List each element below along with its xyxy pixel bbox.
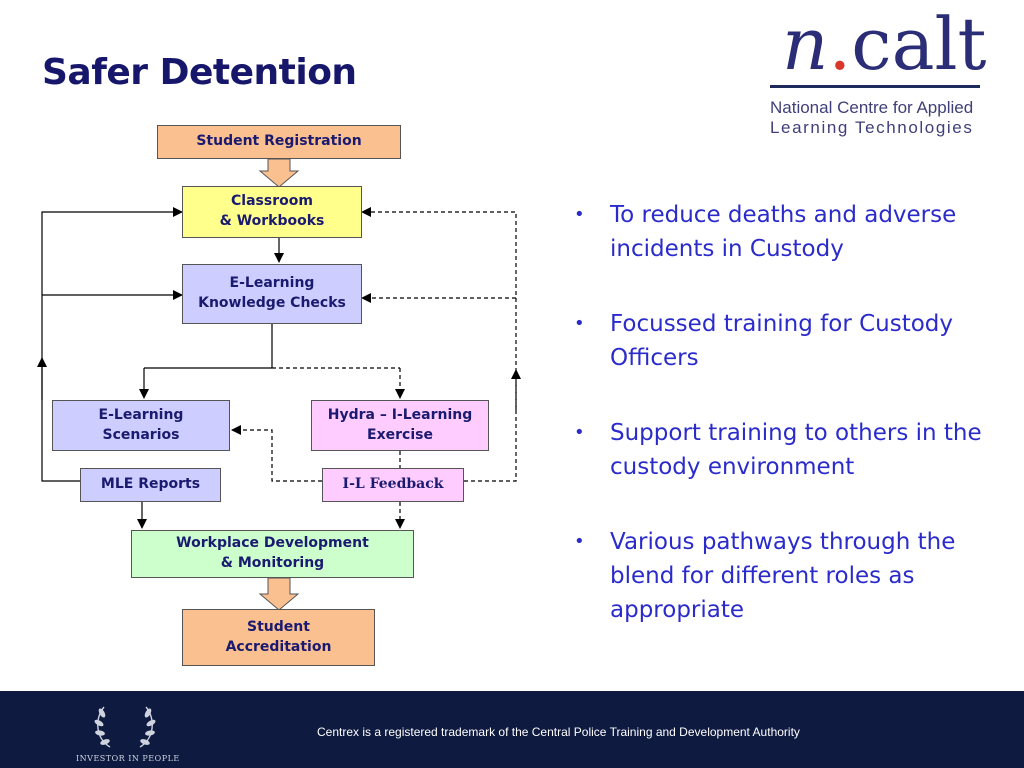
bullet-dot-icon: • [574, 313, 585, 334]
node-hydra-exercise: Hydra – I-Learning Exercise [311, 400, 489, 451]
laurel-wreath-icon [94, 706, 156, 748]
node-student-accreditation: Student Accreditation [182, 609, 375, 666]
ncalt-wordmark: n.calt [782, 2, 987, 86]
investor-in-people-label: INVESTOR IN PEOPLE [76, 754, 180, 763]
node-student-registration: Student Registration [157, 125, 401, 159]
node-workplace-development: Workplace Development & Monitoring [131, 530, 414, 578]
node-classroom-workbooks: Classroom & Workbooks [182, 186, 362, 238]
footer-bar: INVESTOR IN PEOPLE Centrex is a register… [0, 691, 1024, 768]
ncalt-logo: n.calt National Centre for Applied Learn… [770, 8, 990, 143]
node-mle-reports: MLE Reports [80, 468, 221, 502]
dashed-arrow-feedback-to-scenarios [231, 425, 322, 482]
bullet-item: •Support training to others in the custo… [574, 416, 994, 484]
bullet-dot-icon: • [574, 204, 585, 225]
logo-rule [770, 85, 980, 88]
objectives-list: •To reduce deaths and adverse incidents … [574, 198, 994, 668]
node-il-feedback: I-L Feedback [322, 468, 464, 502]
block-arrow-accreditation [258, 577, 300, 611]
arrow-loop-to-classroom [41, 207, 183, 482]
block-arrow-registration [258, 158, 300, 188]
bullet-dot-icon: • [574, 531, 585, 552]
bullet-dot-icon: • [574, 422, 585, 443]
logo-line-2: Learning Technologies [770, 118, 974, 137]
node-elearning-knowledge-checks: E-Learning Knowledge Checks [182, 264, 362, 324]
slide-title: Safer Detention [42, 52, 357, 93]
bullet-item: •To reduce deaths and adverse incidents … [574, 198, 994, 266]
node-elearning-scenarios: E-Learning Scenarios [52, 400, 230, 451]
bullet-item: •Various pathways through the blend for … [574, 525, 994, 627]
logo-line-1: National Centre for Applied [770, 98, 974, 117]
investor-in-people-logo: INVESTOR IN PEOPLE [70, 699, 180, 765]
footer-trademark: Centrex is a registered trademark of the… [317, 725, 800, 739]
bullet-item: •Focussed training for Custody Officers [574, 307, 994, 375]
